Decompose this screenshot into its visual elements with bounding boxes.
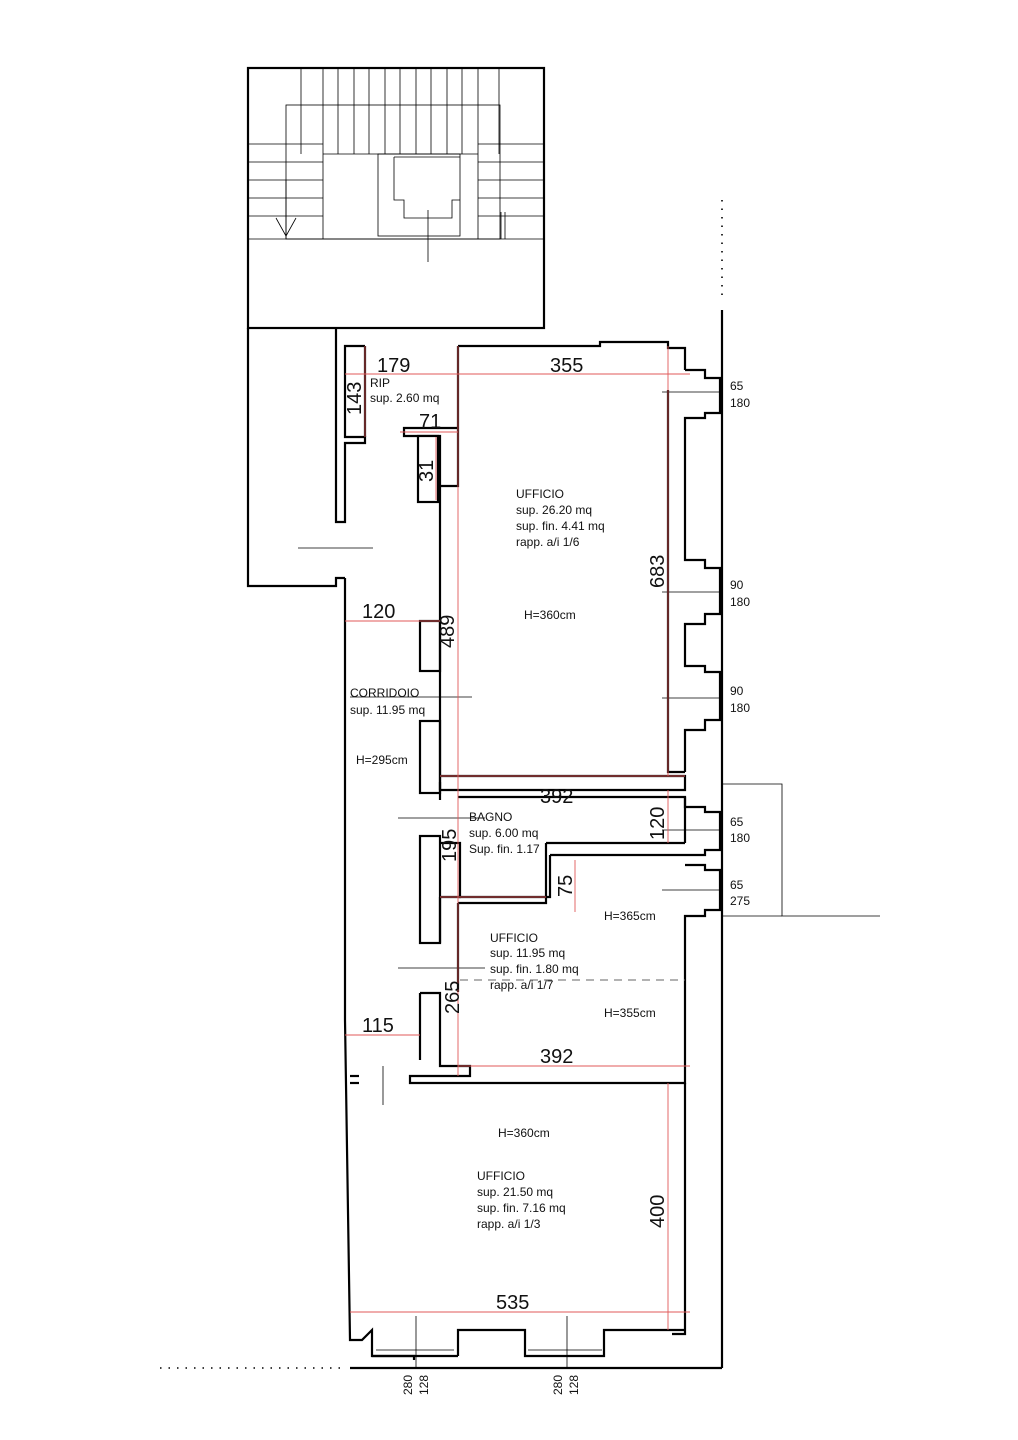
dim-265: 265 [442, 981, 464, 1014]
room-ratio: rapp. a/i 1/3 [477, 1217, 541, 1231]
opening-1-bottom: 180 [730, 396, 750, 410]
dim-400: 400 [647, 1195, 669, 1228]
dim-71: 71 [419, 411, 441, 433]
room-area: sup. 11.95 mq [350, 703, 425, 717]
room-height: H=295cm [356, 753, 408, 767]
dim-120-bath: 120 [647, 807, 669, 840]
staircase [246, 66, 546, 588]
room-window-area: sup. fin. 4.41 mq [516, 519, 605, 533]
room-height-a: H=365cm [604, 909, 656, 923]
room-name: UFFICIO [490, 931, 538, 945]
room-area: sup. 26.20 mq [516, 503, 592, 517]
room-area: sup. 11.95 mq [490, 946, 565, 960]
bottom-opening-2-a: 128 [567, 1375, 581, 1395]
room-area: sup. 21.50 mq [477, 1185, 553, 1199]
bottom-opening-annotations: 128 280 128 280 [401, 1375, 581, 1395]
dim-195: 195 [439, 829, 461, 862]
room-window-area: sup. fin. 1.80 mq [490, 962, 579, 976]
bottom-opening-1-a: 128 [417, 1375, 431, 1395]
opening-5-top: 65 [730, 878, 744, 892]
dimension-lines [345, 346, 690, 1330]
room-bagno: BAGNO sup. 6.00 mq Sup. fin. 1.17 [469, 810, 540, 856]
opening-4-bottom: 180 [730, 831, 750, 845]
room-ratio: rapp. a/i 1/6 [516, 535, 580, 549]
room-area: sup. 6.00 mq [469, 826, 538, 840]
room-ufficio-1: UFFICIO sup. 26.20 mq sup. fin. 4.41 mq … [516, 487, 605, 622]
room-window-area: sup. fin. 7.16 mq [477, 1201, 566, 1215]
opening-1-top: 65 [730, 379, 744, 393]
dim-75: 75 [555, 875, 577, 897]
dim-31: 31 [416, 460, 438, 482]
dim-392-bottom: 392 [540, 1046, 573, 1068]
dim-535: 535 [496, 1292, 529, 1314]
room-height: H=360cm [524, 608, 576, 622]
room-name: CORRIDOIO [350, 686, 419, 700]
opening-3-top: 90 [730, 684, 744, 698]
opening-3-bottom: 180 [730, 701, 750, 715]
opening-5-bottom: 275 [730, 894, 750, 908]
room-name: BAGNO [469, 810, 512, 824]
dim-120-corridor: 120 [362, 601, 395, 623]
dim-683: 683 [647, 555, 669, 588]
dim-143: 143 [344, 382, 366, 415]
room-name: RIP [370, 376, 390, 390]
opening-2-bottom: 180 [730, 595, 750, 609]
dim-115: 115 [362, 1015, 394, 1037]
room-rip: RIP sup. 2.60 mq [370, 376, 439, 405]
opening-2-top: 90 [730, 578, 744, 592]
dim-392-top: 392 [540, 786, 573, 808]
opening-4-top: 65 [730, 815, 744, 829]
room-name: UFFICIO [477, 1169, 525, 1183]
bottom-opening-2-b: 280 [551, 1375, 565, 1395]
dim-489: 489 [437, 615, 459, 648]
room-corridoio: CORRIDOIO sup. 11.95 mq H=295cm [350, 686, 425, 767]
dim-355: 355 [550, 355, 583, 377]
room-window-area: Sup. fin. 1.17 [469, 842, 540, 856]
room-ufficio-3: H=360cm UFFICIO sup. 21.50 mq sup. fin. … [477, 1126, 566, 1231]
dimension-labels: 179 355 143 71 31 683 120 489 392 120 19… [344, 355, 669, 1314]
room-height-b: H=355cm [604, 1006, 656, 1020]
room-ratio: rapp. a/i 1/7 [490, 978, 554, 992]
room-height: H=360cm [498, 1126, 550, 1140]
room-area: sup. 2.60 mq [370, 391, 439, 405]
room-name: UFFICIO [516, 487, 564, 501]
bottom-opening-1-b: 280 [401, 1375, 415, 1395]
opening-annotations: 65 180 90 180 90 180 65 180 65 275 [730, 379, 750, 908]
dim-179: 179 [377, 355, 410, 377]
room-ufficio-2: H=365cm UFFICIO sup. 11.95 mq sup. fin. … [490, 909, 656, 1020]
